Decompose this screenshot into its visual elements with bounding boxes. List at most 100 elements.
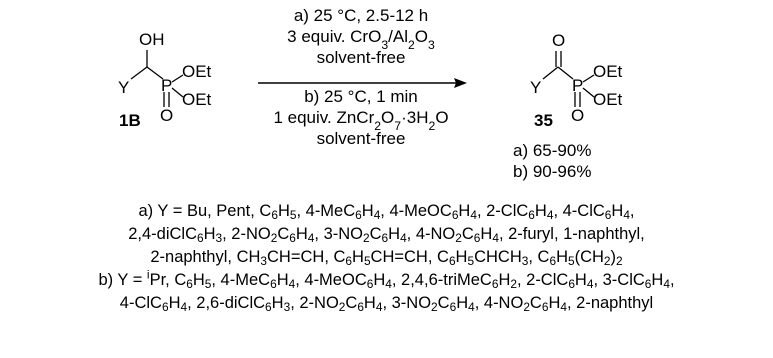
legend-row-1: a) Y = Bu, Pent, C6H5, 4-MeC6H4, 4-MeOC6… bbox=[0, 200, 773, 223]
legend-text: ) bbox=[610, 248, 617, 266]
compound-label-35: 35 bbox=[534, 111, 553, 130]
reactant-structure: OH Y P OEt OEt O 1B bbox=[118, 30, 212, 130]
legend-text: 4 bbox=[180, 299, 188, 314]
bond-y-c bbox=[542, 66, 559, 80]
legend-text: , 4-MeOC bbox=[380, 202, 452, 220]
legend-text: 6 bbox=[345, 253, 353, 268]
atom-oet-lower: OEt bbox=[593, 90, 623, 109]
legend-text: H bbox=[498, 271, 511, 289]
legend-text: CH=CH, C bbox=[370, 248, 449, 266]
legend-text: 6 bbox=[161, 299, 169, 314]
legend-text: H bbox=[295, 225, 308, 243]
atom-o: O bbox=[571, 106, 584, 125]
legend-text: 6 bbox=[355, 207, 362, 222]
bond-p-oet-lower bbox=[582, 87, 595, 98]
atom-oet-lower: OEt bbox=[182, 90, 212, 109]
legend-text: , 2-ClC bbox=[476, 202, 529, 220]
legend-text: 2 bbox=[363, 230, 370, 245]
legend-text: H bbox=[373, 271, 386, 289]
legend-text: H bbox=[556, 248, 568, 266]
legend-text: 4 bbox=[492, 230, 499, 245]
legend-text: 4 bbox=[470, 207, 477, 222]
condition-b-line1: b) 25 °C, 1 min bbox=[304, 87, 418, 106]
legend-text: C bbox=[437, 294, 450, 312]
legend-text: 4-ClC bbox=[119, 294, 162, 312]
legend-text: H bbox=[455, 248, 468, 266]
legend-text: , 4-NO bbox=[474, 294, 524, 312]
legend-text: 5 bbox=[467, 253, 475, 268]
atom-oet-upper: OEt bbox=[593, 62, 623, 81]
yield-b: b) 90-96% bbox=[513, 162, 591, 181]
legend-text: , 2-NO bbox=[290, 294, 339, 312]
legend-text: 4 bbox=[468, 299, 475, 314]
legend-text: H bbox=[456, 294, 469, 312]
legend-text: , 2-ClC bbox=[516, 271, 569, 289]
condition-a-line2: 3 equiv. CrO3/Al2O3 bbox=[287, 27, 435, 52]
legend-text: 6 bbox=[381, 230, 389, 245]
legend-text: , 2,6-diClC bbox=[187, 294, 266, 312]
reaction-scheme: OH Y P OEt OEt O 1B a) 25 °C, 2.5-12 h 3… bbox=[118, 6, 623, 181]
legend-text: 4 bbox=[623, 207, 630, 222]
legend-text: 4 bbox=[663, 276, 670, 291]
legend-text: H bbox=[276, 271, 289, 289]
legend-text: 6 bbox=[449, 299, 457, 314]
reaction-conditions: a) 25 °C, 2.5-12 h 3 equiv. CrO3/Al2O3 s… bbox=[273, 6, 448, 148]
legend-text: H bbox=[277, 202, 290, 220]
legend-text: 6 bbox=[289, 230, 296, 245]
legend-text: H bbox=[168, 294, 181, 312]
yield-a: a) 65-90% bbox=[513, 141, 591, 160]
legend-text: 2 bbox=[616, 253, 623, 268]
legend-text: 6 bbox=[186, 276, 193, 291]
legend-text: 2 bbox=[455, 230, 462, 245]
legend-text: H bbox=[480, 225, 493, 243]
legend-text: 6 bbox=[528, 207, 535, 222]
legend-row-5: 4-ClC6H4, 2,6-diClC6H3, 2-NO2C6H4, 3-NO2… bbox=[0, 292, 773, 315]
bond-p-oet-upper bbox=[171, 74, 184, 83]
product-structure: O Y P OEt OEt O 35 a) 65-90% b) 90-96% bbox=[513, 31, 623, 181]
legend-text: 6 bbox=[491, 276, 499, 291]
legend-text: , 4-MeC bbox=[296, 202, 356, 220]
legend-text: H bbox=[361, 202, 374, 220]
bond-c-p bbox=[557, 66, 574, 80]
legend-text: H bbox=[352, 248, 364, 266]
legend-text: Pr, C bbox=[149, 271, 187, 289]
legend-text: H bbox=[534, 202, 547, 220]
legend-text: 6 bbox=[604, 207, 612, 222]
legend-text: 5 bbox=[204, 276, 212, 291]
bond-c-p bbox=[146, 66, 164, 80]
legend-text: 2 bbox=[270, 230, 278, 245]
legend-text: H bbox=[611, 202, 624, 220]
legend-text: 4 bbox=[546, 207, 554, 222]
condition-a-line3: solvent-free bbox=[317, 48, 406, 67]
legend-text: b) Y = bbox=[98, 271, 147, 289]
legend-text: 4 bbox=[400, 230, 407, 245]
legend-text: C bbox=[529, 294, 542, 312]
legend-text: 6 bbox=[270, 276, 277, 291]
legend-text: 6 bbox=[644, 276, 652, 291]
legend-text: (CH bbox=[574, 248, 604, 266]
legend-text: 2 bbox=[338, 299, 346, 314]
legend-text: 6 bbox=[357, 299, 364, 314]
legend-text: , 2-furyl, 1-naphthyl, bbox=[498, 225, 645, 243]
legend-text: 5 bbox=[289, 207, 297, 222]
legend-text: , 2,4,6-triMeC bbox=[391, 271, 492, 289]
legend-text: 2,4-diClC bbox=[128, 225, 197, 243]
legend-text: 4 bbox=[307, 230, 315, 245]
legend-text: C bbox=[345, 294, 358, 312]
legend-text: 4 bbox=[560, 299, 567, 314]
legend-text: H bbox=[458, 202, 471, 220]
legend-text: CH=CH, C bbox=[267, 248, 346, 266]
legend-text: 3 bbox=[521, 253, 529, 268]
legend-text: 4 bbox=[373, 207, 381, 222]
reaction-arrow bbox=[258, 78, 467, 88]
legend-text: H bbox=[203, 225, 216, 243]
legend-text: 6 bbox=[448, 253, 456, 268]
legend-text: , 4-MeOC bbox=[295, 271, 367, 289]
legend-text: 2 bbox=[431, 299, 438, 314]
bond-p-oet-lower bbox=[171, 87, 184, 98]
legend-text: 2 bbox=[603, 253, 611, 268]
legend-text: H bbox=[574, 271, 587, 289]
legend-text: 4 bbox=[375, 299, 383, 314]
legend-text: a) Y = Bu, Pent, C bbox=[138, 202, 272, 220]
legend-text: 3 bbox=[283, 299, 291, 314]
